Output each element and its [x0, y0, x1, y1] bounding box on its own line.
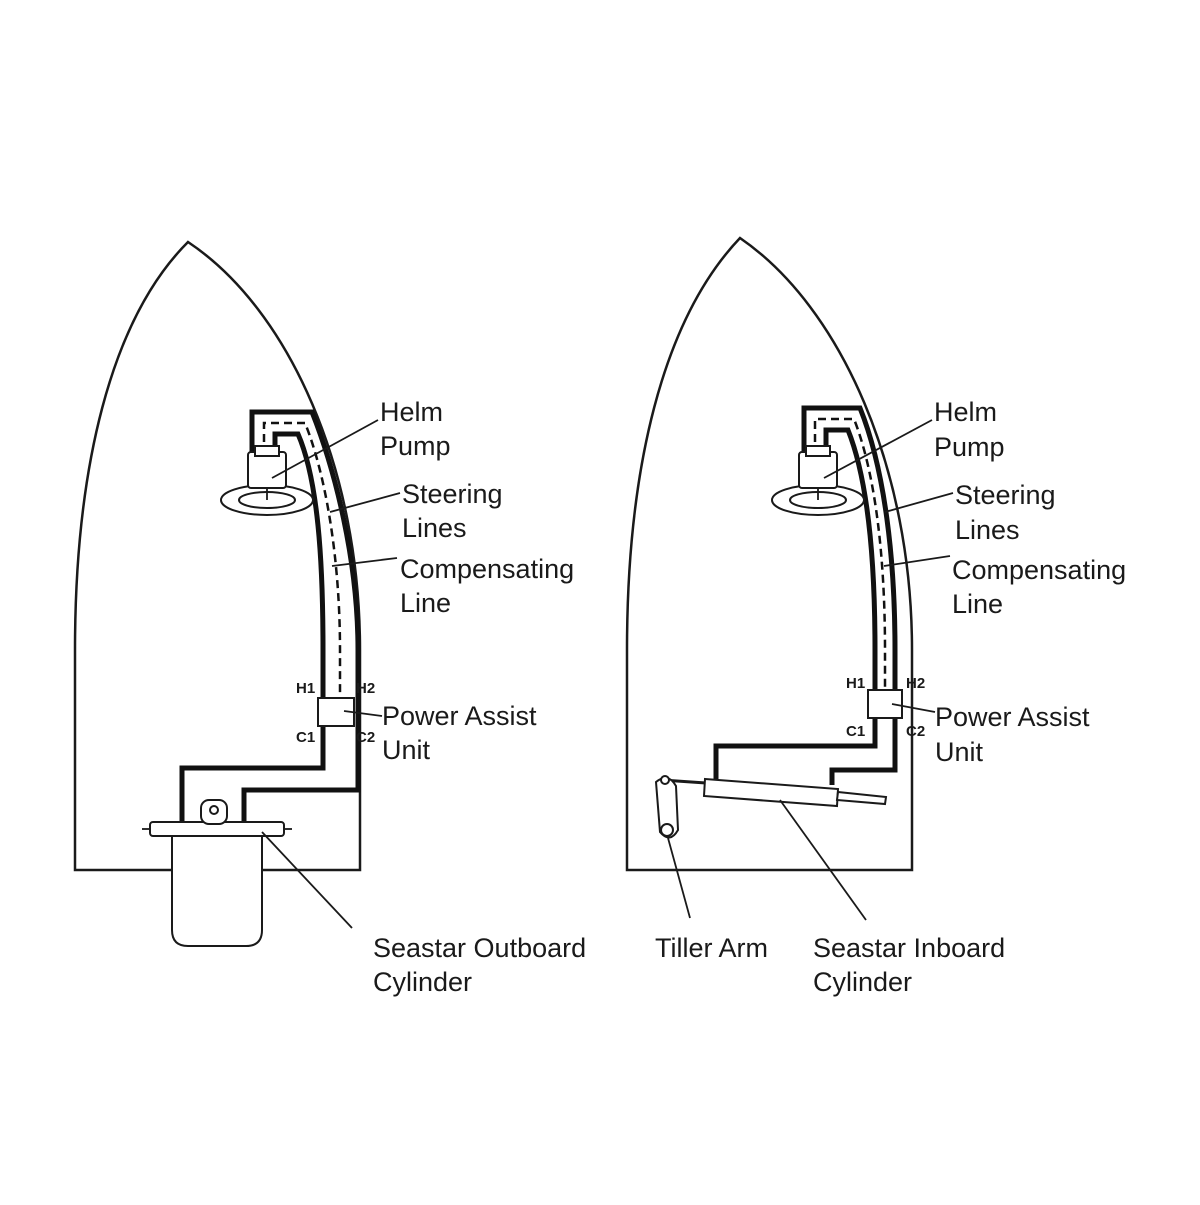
left-port-h2: H2 [356, 680, 375, 697]
left-hull [73, 240, 362, 872]
right-port-c1: C1 [846, 723, 865, 740]
right-hull [625, 236, 914, 872]
right-compensating-line [813, 417, 887, 692]
right-helm-leader [823, 419, 933, 479]
left-cylinder-leader [261, 831, 353, 929]
left-boat-outboard: H1 H2 C1 C2 Helm Pump Steering Lines Com… [73, 240, 586, 997]
left-helm-label-2: Pump [380, 431, 451, 461]
right-helm-pump-cap [805, 445, 831, 457]
right-helm-pump [798, 451, 838, 489]
right-comp-leader [883, 555, 951, 567]
right-cylinder-label-2: Cylinder [813, 967, 912, 997]
left-compensating-line [262, 421, 342, 700]
right-inboard-cylinder [702, 777, 840, 808]
right-port-h1: H1 [846, 675, 865, 692]
right-steering-line-outer [801, 405, 898, 773]
right-tiller-pivot [660, 823, 674, 837]
left-port-c1: C1 [296, 729, 315, 746]
left-steering-label-1: Steering [402, 479, 503, 509]
left-helm-leader [271, 419, 379, 479]
left-cylinder-label-2: Cylinder [373, 967, 472, 997]
left-comp-leader [331, 557, 398, 567]
right-port-c2: C2 [906, 723, 925, 740]
left-steering-leader [329, 492, 401, 513]
right-tiller-leader [667, 837, 691, 919]
left-steering-line-inner [179, 431, 326, 822]
right-steering-line-return [829, 767, 885, 785]
right-cylinder-leader [779, 799, 867, 921]
right-cylinder-rod-right [835, 790, 888, 806]
right-power-label-1: Power Assist [935, 702, 1090, 732]
left-helm-label-1: Helm [380, 397, 443, 427]
right-helm-label-1: Helm [934, 397, 997, 427]
left-steering-label-2: Lines [402, 513, 467, 543]
left-helm-pump [247, 451, 287, 489]
right-tiller-pin [660, 775, 670, 785]
left-cylinder-pin [209, 805, 219, 815]
left-helm-pump-cap [254, 445, 280, 457]
left-comp-label-1: Compensating [400, 554, 574, 584]
left-outboard-motor [171, 835, 263, 947]
right-tiller-label: Tiller Arm [655, 933, 768, 963]
right-comp-label-2: Line [952, 589, 1003, 619]
right-power-leader [891, 703, 936, 713]
right-boat-inboard: H1 H2 C1 C2 Helm Pump Steering Lines Com… [625, 236, 1126, 997]
left-port-h1: H1 [296, 680, 315, 697]
right-cylinder-label-1: Seastar Inboard [813, 933, 1005, 963]
right-comp-label-1: Compensating [952, 555, 1126, 585]
left-power-label-1: Power Assist [382, 701, 537, 731]
left-power-label-2: Unit [382, 735, 431, 765]
left-port-c2: C2 [356, 729, 375, 746]
left-cylinder-label-1: Seastar Outboard [373, 933, 586, 963]
right-steering-label-1: Steering [955, 480, 1056, 510]
right-steering-label-2: Lines [955, 515, 1020, 545]
left-steering-line-outer [241, 409, 361, 822]
right-port-h2: H2 [906, 675, 925, 692]
right-helm-label-2: Pump [934, 432, 1005, 462]
right-steering-leader [884, 492, 954, 513]
right-power-label-2: Unit [935, 737, 984, 767]
left-power-leader [343, 710, 383, 717]
right-steering-line-inner [713, 427, 878, 782]
left-comp-label-2: Line [400, 588, 451, 618]
